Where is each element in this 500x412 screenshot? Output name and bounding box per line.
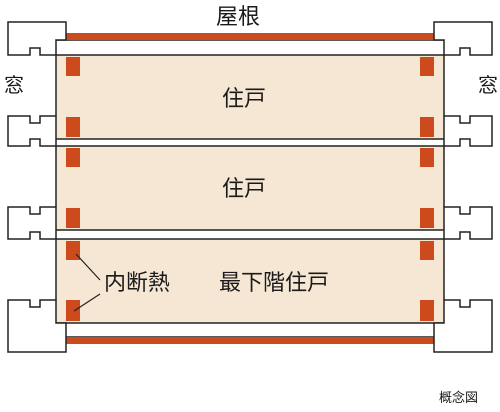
slab-edge-right-3 — [443, 206, 493, 240]
unit-label-middle: 住戸 — [222, 177, 266, 202]
unit-label-top: 住戸 — [222, 87, 266, 112]
insulation-block — [66, 148, 80, 167]
insulation-block — [66, 241, 80, 260]
insulation-leaders — [73, 253, 101, 312]
insulation-block — [66, 57, 80, 76]
bottom-insulation — [66, 337, 434, 344]
insulation-block — [420, 300, 434, 321]
unit-label-bottom: 最下階住戸 — [219, 271, 329, 296]
slab-edge-right-2 — [443, 115, 493, 147]
window-label-left: 窓 — [4, 73, 24, 97]
walls — [55, 55, 445, 300]
insulation-block — [420, 57, 434, 76]
room-middle — [56, 146, 444, 230]
insulation-block — [420, 208, 434, 228]
insulation-label: 内断熱 — [104, 271, 170, 296]
slab-edge-left-3 — [7, 206, 57, 240]
room-bottom — [56, 239, 444, 323]
insulation-block — [66, 208, 80, 228]
room-top — [56, 55, 444, 139]
insulation-block — [420, 241, 434, 260]
roof-label: 屋根 — [216, 5, 260, 30]
insulation-blocks — [66, 57, 434, 321]
roof-insulation — [66, 33, 434, 40]
slab-edge-right-1 — [433, 21, 493, 56]
caption-label: 概念図 — [439, 390, 478, 406]
slab-edge-left-2 — [7, 115, 57, 147]
insulation-block — [66, 300, 80, 321]
slab-edge-left-1 — [7, 21, 67, 56]
insulation-block — [420, 148, 434, 167]
window-label-right: 窓 — [478, 73, 498, 97]
insulation-block — [420, 117, 434, 137]
insulation-block — [66, 117, 80, 137]
